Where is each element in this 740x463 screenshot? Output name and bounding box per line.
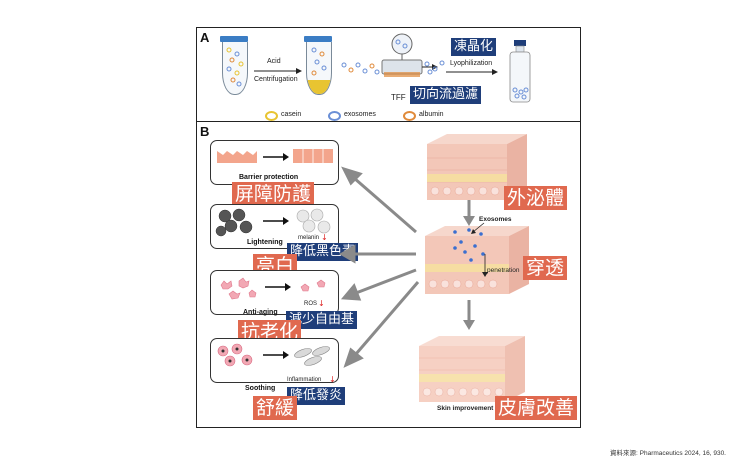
barrier-repaired-icon	[293, 149, 333, 163]
particle-stream-icon	[341, 62, 380, 75]
tff-device-icon	[381, 33, 438, 77]
barrier-zh-tag: 屏障防護	[232, 182, 315, 206]
soothing-arrow	[263, 351, 289, 359]
tube-2-cap-icon	[304, 36, 332, 42]
acid-label: Acid	[267, 58, 281, 65]
barrier-damaged-icon	[217, 151, 257, 163]
lightening-arrow	[263, 217, 289, 225]
panel-b-letter: B	[200, 124, 210, 139]
ros-down-icon: ↓	[318, 299, 325, 308]
penetration-label: penetration	[487, 267, 520, 274]
tube-2-icon	[306, 42, 332, 95]
legend-exosomes-label: exosomes	[344, 111, 376, 118]
lightening-label: Lightening	[247, 239, 283, 246]
skin-block-bottom-icon	[419, 336, 525, 402]
exosome-pointer-arrow	[471, 222, 485, 234]
light-cells-icon	[296, 208, 331, 234]
melanin-down-icon: ↓	[321, 233, 328, 242]
dark-cells-icon	[215, 208, 253, 237]
barrier-label: Barrier protection	[239, 174, 299, 181]
calm-cells-icon	[294, 346, 330, 366]
acid-arrow	[254, 68, 302, 74]
tube-1-particles	[226, 47, 244, 87]
lyophilization-arrow	[446, 69, 498, 75]
penetration-zh-tag: 穿透	[523, 256, 568, 280]
ros-zh-tag: 減少自由基	[286, 311, 358, 329]
tube-2-particles	[307, 47, 331, 94]
down-arrow-1	[463, 200, 475, 226]
skin-improvement-zh-tag: 皮膚改善	[495, 396, 578, 420]
soothing-zh-tag: 舒緩	[253, 396, 298, 420]
tube-1-cap-icon	[220, 36, 248, 42]
lyophilization-label: Lyophilization	[450, 60, 493, 67]
healthy-cells-icon	[300, 279, 326, 292]
melanin-label: melanin	[298, 235, 320, 241]
down-arrow-2	[463, 300, 475, 330]
barrier-arrow	[263, 153, 289, 161]
legend-albumin-label: albumin	[419, 111, 444, 118]
skin-block-middle-icon	[425, 226, 529, 294]
exosomes-zh-tag: 外泌體	[504, 186, 568, 210]
effect-box-antiaging: Anti-aging ROS ↓	[210, 270, 339, 316]
soothing-label: Soothing	[245, 385, 276, 392]
citation-text: 資料來源: Pharmaceutics 2024, 16, 930.	[610, 450, 726, 457]
centrifugation-label: Centrifugation	[254, 76, 298, 83]
damaged-cells-icon	[220, 277, 257, 300]
inflammation-down-icon: ↓	[329, 375, 336, 384]
exosomes-label: Exosomes	[479, 216, 512, 223]
legend-casein-label: casein	[281, 111, 302, 118]
antiaging-label: Anti-aging	[243, 309, 278, 316]
inflammation-zh-tag: 降低發炎	[287, 387, 346, 405]
tff-zh-tag: 切向流過濾	[410, 86, 482, 104]
purified-particles-icon	[424, 60, 445, 75]
effect-box-barrier: Barrier protection	[210, 140, 339, 185]
legend-casein-icon	[265, 111, 278, 121]
effect-box-soothing: Soothing Inflammation ↓	[210, 338, 339, 392]
legend-exosomes-icon	[328, 111, 341, 121]
melanin-zh-tag: 降低黑色素	[287, 243, 359, 261]
legend-albumin-icon	[403, 111, 416, 121]
inflamed-cells-icon	[217, 343, 253, 367]
tube-1-icon	[222, 42, 248, 95]
lyophilization-zh-tag: 凍晶化	[451, 38, 497, 56]
vial-icon	[509, 40, 531, 103]
ros-label: ROS	[304, 301, 318, 307]
tff-label: TFF	[391, 93, 406, 102]
effect-box-lightening: Lightening melanin ↓	[210, 204, 339, 249]
skin-improvement-label: Skin improvement	[437, 405, 494, 412]
antiaging-arrow	[265, 283, 291, 291]
effect-arrows	[339, 166, 420, 368]
panel-a-letter: A	[200, 30, 210, 45]
inflammation-label: Inflammation	[287, 377, 322, 383]
skin-block-top-icon	[427, 134, 527, 200]
